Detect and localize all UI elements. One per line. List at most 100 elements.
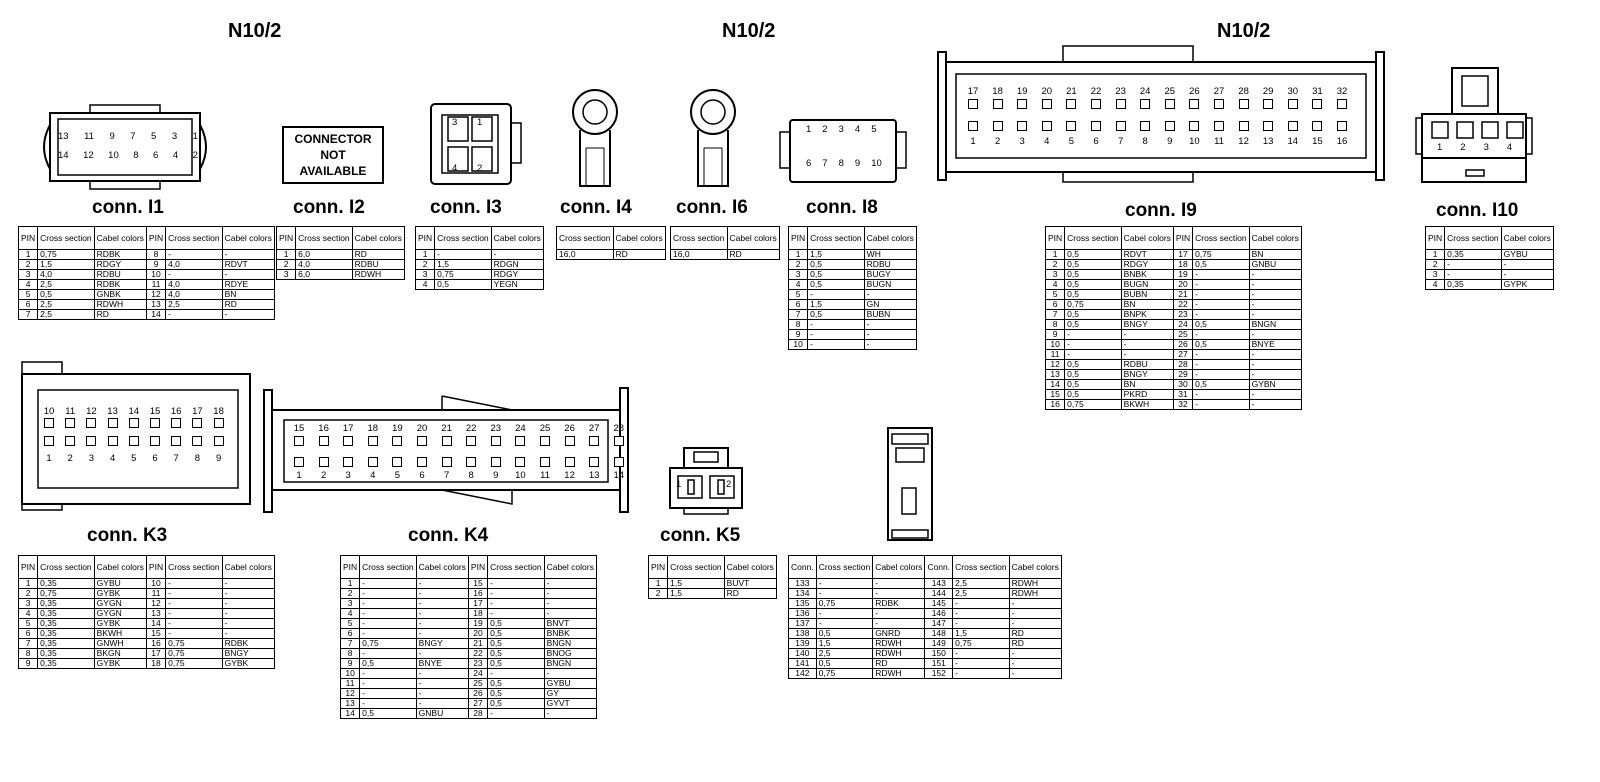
pin-label: 8: [838, 158, 844, 169]
pin-label: 18: [213, 406, 224, 417]
table-cell: GYBK: [93, 658, 147, 669]
column-header: Cross section: [1192, 226, 1250, 250]
table-cell: 0,5: [487, 678, 545, 689]
table-cell: -: [1192, 329, 1250, 340]
table-cell: 1,5: [667, 578, 725, 589]
table-cell: -: [221, 598, 275, 609]
table-cell: 1,5: [807, 299, 865, 310]
pin-contact: [192, 436, 203, 446]
table-cell: 0,5: [1064, 379, 1122, 390]
table-cell: 0,35: [37, 628, 95, 639]
table-row: 5--: [787, 289, 917, 300]
table-cell: -: [359, 578, 417, 589]
table-cell: BNPK: [1120, 309, 1174, 320]
table-cell: 145: [924, 598, 954, 609]
connector-i8-pins-top: 1 2 3 4 5: [806, 124, 876, 135]
table-cell: 1: [1044, 249, 1066, 260]
table-cell: BNGN: [1248, 319, 1302, 330]
pin-label: 9: [854, 158, 861, 169]
table-cell: 23: [1172, 309, 1194, 320]
table-cell: BUGN: [863, 279, 917, 290]
table-cell: 2,5: [165, 299, 223, 310]
pin-contact: [367, 457, 378, 467]
pin-contact: [107, 418, 118, 428]
pin-contact: [466, 457, 477, 467]
table-cell: 1: [339, 578, 361, 589]
pin-contact: [589, 457, 600, 467]
table-cell: RDWH: [872, 638, 926, 649]
table-cell: -: [487, 588, 545, 599]
pin-label: 6: [153, 150, 159, 161]
column-header: Conn.: [788, 555, 817, 579]
table-cell: 141: [788, 658, 817, 669]
column-header: Cross section: [434, 226, 492, 250]
column-header: Cross section: [667, 555, 725, 579]
table-cell: YEGN: [490, 279, 544, 290]
table-cell: 0,75: [1064, 299, 1122, 310]
table-cell: 1,5: [434, 259, 492, 270]
table-row: 2--: [1424, 259, 1554, 270]
table-cell: -: [1192, 289, 1250, 300]
table-cell: -: [872, 608, 926, 619]
table-cell: 27: [1172, 349, 1194, 360]
table-cell: 8: [17, 648, 39, 659]
table-cell: GNRD: [872, 628, 926, 639]
column-header: Cabel colors: [723, 555, 777, 579]
pin-label: 14: [128, 406, 140, 417]
table-cell: -: [863, 329, 917, 340]
table-cell: -: [415, 598, 469, 609]
column-header: Cross section: [165, 555, 223, 579]
table-cell: 26: [1172, 339, 1194, 350]
column-header: Cross section: [487, 555, 545, 579]
table-cell: 144: [924, 588, 954, 599]
table-cell: 18: [145, 658, 167, 669]
table-cell: 4,0: [165, 289, 223, 300]
table-cell: -: [815, 608, 874, 619]
table-cell: GYVT: [543, 698, 597, 709]
table-cell: 2: [17, 588, 39, 599]
table-cell: -: [1500, 259, 1554, 270]
table-cell: 2: [414, 259, 436, 270]
table-row: 136--146--: [788, 608, 1062, 619]
table-cell: -: [1248, 289, 1302, 300]
table-cell: -: [1192, 279, 1250, 290]
pin-label: 17: [192, 406, 203, 417]
pin-label: 8: [1142, 136, 1148, 147]
column-header: Cross section: [295, 226, 353, 250]
pin-contact: [86, 436, 97, 446]
pin-label: 4: [854, 124, 861, 135]
connector-title-i9: conn. I9: [1125, 200, 1197, 221]
table-cell: RDBK: [221, 638, 275, 649]
table-cell: -: [415, 698, 469, 709]
table-cell: 0,5: [807, 309, 865, 320]
pin-label: 6: [419, 470, 425, 481]
table-cell: BKWH: [93, 628, 147, 639]
table-cell: 25: [467, 678, 489, 689]
pin-contact: [213, 436, 224, 446]
table-row: 2--16--: [339, 588, 597, 599]
table-cell: 0,5: [1064, 279, 1122, 290]
table-cell: 0,5: [1064, 269, 1122, 280]
table-cell: RDGY: [1120, 259, 1174, 270]
table-row: 11--27--: [1044, 349, 1302, 360]
table-cell: 0,35: [37, 618, 95, 629]
table-cell: -: [359, 688, 417, 699]
table-cell: 14: [339, 708, 361, 719]
column-header: Cabel colors: [1248, 226, 1302, 250]
not-available-line: CONNECTOR: [294, 132, 372, 146]
table-cell: 1: [275, 249, 297, 260]
table-cell: -: [221, 628, 275, 639]
column-header: PIN: [339, 555, 361, 579]
pin-label: 2: [994, 136, 1001, 147]
pin-contact: [1214, 99, 1224, 109]
pin-contact: [1287, 99, 1298, 109]
